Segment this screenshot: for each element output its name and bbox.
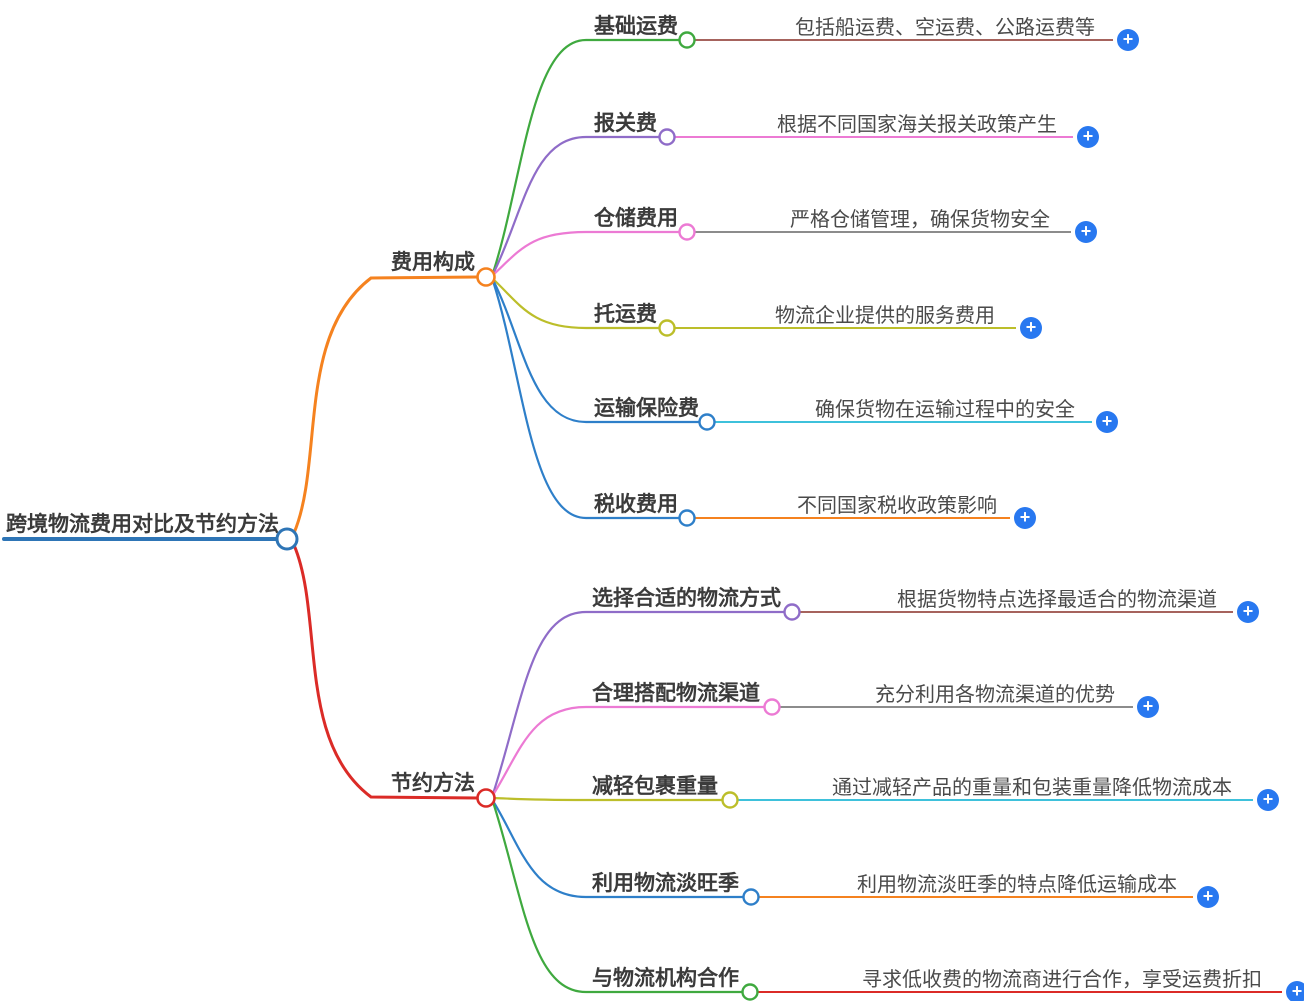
add-child-button-tax-fee[interactable]: + bbox=[1014, 507, 1036, 529]
topic-node-tax-fee[interactable]: 税收费用 bbox=[594, 493, 678, 516]
branch-node-cost-structure[interactable]: 费用构成 bbox=[391, 251, 475, 274]
topic-node-customs-declaration-fee[interactable]: 报关费 bbox=[594, 112, 657, 135]
topic-node-cooperate-with-logistics[interactable]: 与物流机构合作 bbox=[592, 967, 739, 990]
add-child-button-choose-logistics-method[interactable]: + bbox=[1237, 601, 1259, 623]
collapse-handle-transport-insurance-fee[interactable] bbox=[698, 413, 716, 431]
collapse-handle-combine-logistics-channels[interactable] bbox=[763, 698, 781, 716]
edge-transport-insurance-fee bbox=[492, 279, 699, 424]
note-basic-freight[interactable]: 包括船运费、空运费、公路运费等 bbox=[795, 17, 1095, 39]
collapse-handle-root[interactable] bbox=[275, 527, 299, 551]
collapse-handle-choose-logistics-method[interactable] bbox=[783, 603, 801, 621]
edge-tax-fee bbox=[491, 280, 679, 520]
branch-node-saving-methods[interactable]: 节约方法 bbox=[391, 772, 475, 795]
topic-node-reduce-package-weight[interactable]: 减轻包裹重量 bbox=[592, 775, 718, 798]
note-tax-fee[interactable]: 不同国家税收政策影响 bbox=[797, 495, 997, 517]
edge-customs-declaration-fee bbox=[492, 135, 659, 275]
topic-node-use-off-peak-seasons[interactable]: 利用物流淡旺季 bbox=[592, 872, 739, 895]
topic-node-basic-freight[interactable]: 基础运费 bbox=[594, 15, 678, 38]
edge-use-off-peak-seasons bbox=[492, 800, 743, 899]
add-child-button-warehousing-fee[interactable]: + bbox=[1075, 221, 1097, 243]
collapse-handle-customs-declaration-fee[interactable] bbox=[658, 128, 676, 146]
collapse-handle-use-off-peak-seasons[interactable] bbox=[742, 888, 760, 906]
edge-reduce-package-weight bbox=[492, 796, 722, 802]
collapse-handle-tax-fee[interactable] bbox=[678, 509, 696, 527]
topic-node-combine-logistics-channels[interactable]: 合理搭配物流渠道 bbox=[592, 682, 760, 705]
add-child-button-transport-insurance-fee[interactable]: + bbox=[1096, 411, 1118, 433]
note-choose-logistics-method[interactable]: 根据货物特点选择最适合的物流渠道 bbox=[897, 589, 1217, 611]
edge-warehousing-fee bbox=[492, 230, 679, 276]
topic-node-choose-logistics-method[interactable]: 选择合适的物流方式 bbox=[592, 587, 781, 610]
add-child-button-combine-logistics-channels[interactable]: + bbox=[1137, 696, 1159, 718]
edge-cooperate-with-logistics bbox=[491, 801, 742, 994]
edge-root-to-cost-structure bbox=[292, 275, 480, 535]
collapse-handle-cooperate-with-logistics[interactable] bbox=[741, 983, 759, 1001]
edge-root-to-saving-methods bbox=[292, 543, 480, 800]
edge-choose-logistics-method bbox=[491, 610, 784, 795]
collapse-handle-consignment-fee[interactable] bbox=[658, 319, 676, 337]
topic-node-warehousing-fee[interactable]: 仓储费用 bbox=[594, 207, 678, 230]
collapse-handle-warehousing-fee[interactable] bbox=[678, 223, 696, 241]
note-use-off-peak-seasons[interactable]: 利用物流淡旺季的特点降低运输成本 bbox=[857, 874, 1177, 896]
collapse-handle-saving-methods[interactable] bbox=[476, 788, 496, 808]
note-transport-insurance-fee[interactable]: 确保货物在运输过程中的安全 bbox=[815, 399, 1075, 421]
collapse-handle-reduce-package-weight[interactable] bbox=[721, 791, 739, 809]
note-reduce-package-weight[interactable]: 通过减轻产品的重量和包装重量降低物流成本 bbox=[832, 777, 1232, 799]
note-customs-declaration-fee[interactable]: 根据不同国家海关报关政策产生 bbox=[777, 114, 1057, 136]
note-consignment-fee[interactable]: 物流企业提供的服务费用 bbox=[775, 305, 995, 327]
add-child-button-use-off-peak-seasons[interactable]: + bbox=[1197, 886, 1219, 908]
note-cooperate-with-logistics[interactable]: 寻求低收费的物流商进行合作，享受运费折扣 bbox=[862, 969, 1262, 991]
collapse-handle-basic-freight[interactable] bbox=[678, 31, 696, 49]
add-child-button-basic-freight[interactable]: + bbox=[1117, 29, 1139, 51]
add-child-button-consignment-fee[interactable]: + bbox=[1020, 317, 1042, 339]
root-node-label[interactable]: 跨境物流费用对比及节约方法 bbox=[6, 513, 279, 536]
topic-node-consignment-fee[interactable]: 托运费 bbox=[594, 303, 657, 326]
edge-combine-logistics-channels bbox=[492, 705, 764, 796]
add-child-button-customs-declaration-fee[interactable]: + bbox=[1077, 126, 1099, 148]
add-child-button-cooperate-with-logistics[interactable]: + bbox=[1286, 981, 1304, 1001]
note-warehousing-fee[interactable]: 严格仓储管理，确保货物安全 bbox=[790, 209, 1050, 231]
collapse-handle-cost-structure[interactable] bbox=[476, 267, 496, 287]
topic-node-transport-insurance-fee[interactable]: 运输保险费 bbox=[594, 397, 699, 420]
add-child-button-reduce-package-weight[interactable]: + bbox=[1257, 789, 1279, 811]
edge-basic-freight bbox=[491, 38, 679, 274]
note-combine-logistics-channels[interactable]: 充分利用各物流渠道的优势 bbox=[875, 684, 1115, 706]
edge-consignment-fee bbox=[492, 278, 659, 330]
